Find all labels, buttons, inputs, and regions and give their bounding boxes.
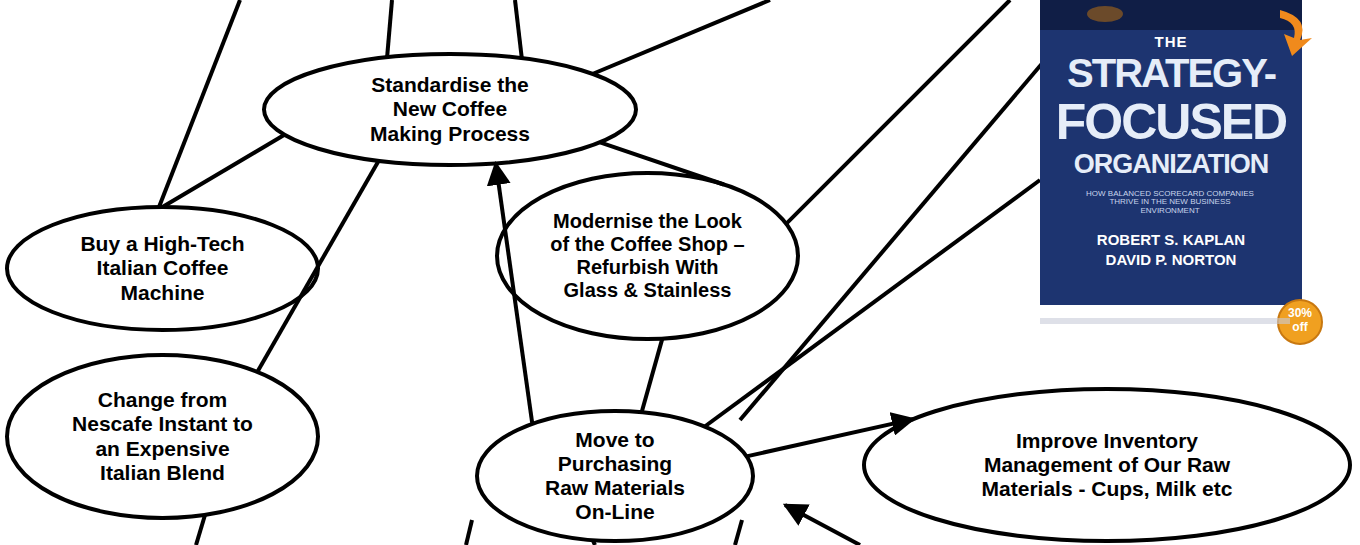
offscreen-arrow — [785, 505, 860, 545]
book-cover-text: DAVID P. NORTON — [1040, 252, 1302, 268]
book-cover — [1040, 0, 1322, 344]
ellipse-shape — [477, 411, 753, 541]
node-label: Change from Nescafe Instant to an Expens… — [63, 388, 263, 485]
connector-line — [600, 142, 724, 184]
text-holder: Improve Inventory Management of Our Raw … — [862, 387, 1352, 543]
offscreen-line — [515, 0, 522, 60]
ellipse-shape — [497, 173, 798, 339]
offscreen-line — [590, 0, 770, 75]
process-ellipse: Change from Nescafe Instant to an Expens… — [5, 353, 320, 520]
book-cover-panel — [1040, 0, 1302, 305]
ellipse-shape — [264, 54, 636, 165]
connector-arrow — [496, 163, 533, 424]
node-label: Standardise the New Coffee Making Proces… — [355, 73, 545, 145]
book-cover-emblem — [1087, 6, 1123, 22]
ellipse-shape — [864, 389, 1350, 541]
search-inside-strip — [1040, 318, 1290, 324]
book-cover-text: ORGANIZATION — [1040, 150, 1302, 178]
offscreen-line — [760, 0, 1010, 250]
node-label: Modernise the Look of the Coffee Shop – … — [548, 210, 748, 302]
book-cover-text: HOW BALANCED SCORECARD COMPANIES THRIVE … — [1085, 190, 1255, 215]
text-holder: Standardise the New Coffee Making Proces… — [262, 52, 638, 167]
offscreen-line — [466, 520, 472, 545]
book-cover-text: FOCUSED — [1040, 96, 1302, 149]
text-holder: Move to Purchasing Raw Materials On-Line — [475, 409, 755, 543]
process-ellipse: Buy a High-Tech Italian Coffee Machine — [5, 205, 320, 332]
process-ellipse: Improve Inventory Management of Our Raw … — [862, 387, 1352, 543]
offscreen-line — [150, 0, 240, 230]
connector-arrow — [747, 419, 914, 456]
discount-text: off — [1278, 321, 1322, 334]
book-arrow — [1280, 10, 1312, 56]
connector-line — [642, 339, 663, 413]
process-ellipse: Standardise the New Coffee Making Proces… — [262, 52, 638, 167]
process-ellipse: Move to Purchasing Raw Materials On-Line — [475, 409, 755, 543]
discount-text: 30% — [1278, 307, 1322, 320]
node-label: Buy a High-Tech Italian Coffee Machine — [63, 232, 263, 304]
connector-line — [163, 135, 285, 207]
ellipse-shape — [7, 207, 318, 330]
book-cover-band — [1040, 0, 1302, 30]
offscreen-line — [735, 520, 742, 545]
node-label: Improve Inventory Management of Our Raw … — [972, 429, 1242, 501]
offscreen-line — [196, 515, 205, 545]
text-holder: Buy a High-Tech Italian Coffee Machine — [5, 205, 320, 332]
node-label: Move to Purchasing Raw Materials On-Line — [540, 428, 690, 525]
text-holder: Change from Nescafe Instant to an Expens… — [5, 353, 320, 520]
ellipse-shape — [7, 355, 318, 518]
book-cover-text: ROBERT S. KAPLAN — [1040, 232, 1302, 248]
book-cover-text: STRATEGY- — [1040, 52, 1302, 94]
process-ellipse: Modernise the Look of the Coffee Shop – … — [495, 171, 800, 341]
connector-line — [257, 161, 378, 372]
text-holder: Modernise the Look of the Coffee Shop – … — [495, 171, 800, 341]
book-cover-text: THE — [1040, 34, 1302, 50]
